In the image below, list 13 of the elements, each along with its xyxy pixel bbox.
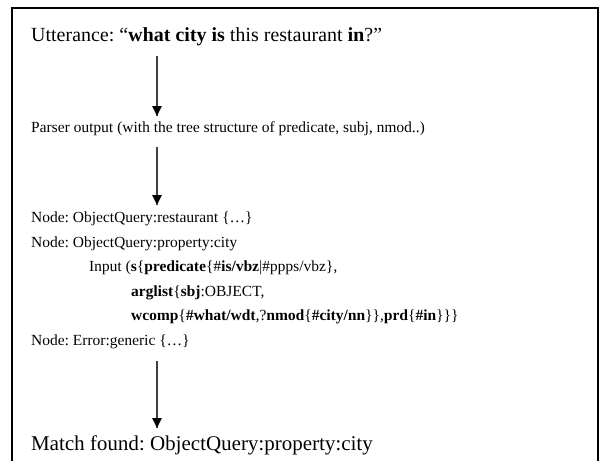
node-list-text: Input (s{predicate{#is/vbz|#ppps/vbz}, [89,258,338,275]
frame-box [11,7,599,461]
arrow [152,147,162,205]
arrow [152,56,162,116]
node-list-text: wcomp{#what/wdt,?nmod{#city/nn}},prd{#in}}} [131,307,458,324]
node-list-text: Node: ObjectQuery:property:city [31,234,238,250]
parser-output-text: Parser output (with the tree structure of predicate, subj, nmod..) [31,119,425,136]
node-list-text: Node: ObjectQuery:restaurant {…} [31,209,252,226]
node-list-text: Node: Error:generic {…} [31,332,190,348]
utterance-text: Utterance: “what city is this restaurant in?” [31,24,382,46]
node-list-text: arglist{sbj:OBJECT, [131,282,264,300]
arrow [152,361,162,428]
match-result-text: Match found: ObjectQuery:property:city [31,431,373,455]
